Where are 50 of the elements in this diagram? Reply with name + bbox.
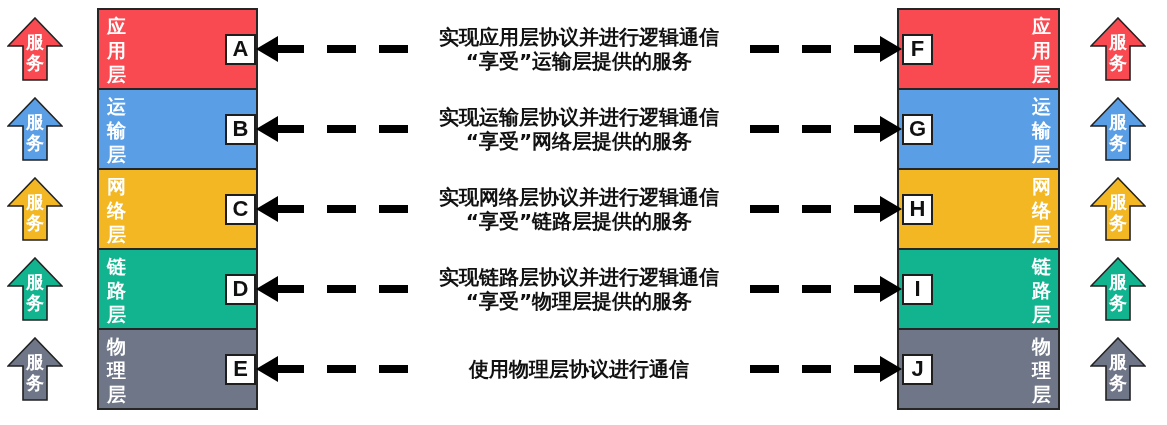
upward-tag [1090, 177, 1146, 241]
layer-band [97, 328, 258, 410]
layer-label: 应用层 [107, 14, 126, 86]
layer-label: 运输层 [107, 94, 126, 166]
letter-box: A [225, 33, 256, 65]
layer-label: 链路层 [1032, 254, 1051, 326]
upward-tag [1090, 97, 1146, 161]
letter-box: H [902, 193, 933, 225]
layer-band [897, 248, 1060, 330]
letter-box: D [225, 273, 256, 305]
upward-tag [1090, 257, 1146, 321]
upward-tag [1090, 17, 1146, 81]
layer-band [897, 328, 1060, 410]
tag-label: 服务 [26, 271, 44, 313]
layer-band [97, 88, 258, 170]
letter-box: J [902, 353, 933, 385]
layer-band [97, 248, 258, 330]
layer-band [897, 88, 1060, 170]
upward-tag [7, 177, 63, 241]
layer-label: 链路层 [107, 254, 126, 326]
layer-label: 网络层 [107, 174, 126, 246]
upward-tag [7, 337, 63, 401]
upward-tag [7, 97, 63, 161]
tag-label: 服务 [1109, 191, 1127, 233]
layer-band [97, 8, 258, 90]
tag-label: 服务 [1109, 271, 1127, 313]
tag-label: 服务 [1109, 111, 1127, 153]
tag-label: 服务 [1109, 31, 1127, 73]
letter-box: B [225, 113, 256, 145]
letter-box: E [225, 353, 256, 385]
letter-box: F [902, 33, 933, 65]
layer-label: 物理层 [1032, 334, 1051, 406]
letter-box: G [902, 113, 933, 145]
tag-label: 服务 [26, 351, 44, 393]
layer-label: 物理层 [107, 334, 126, 406]
upward-tag [7, 17, 63, 81]
tag-label: 服务 [26, 111, 44, 153]
letter-box: C [225, 193, 256, 225]
upward-tag [7, 257, 63, 321]
tag-label: 服务 [1109, 351, 1127, 393]
tag-label: 服务 [26, 31, 44, 73]
tag-label: 服务 [26, 191, 44, 233]
letter-box: I [902, 273, 933, 305]
layer-band [97, 168, 258, 250]
layer-label: 应用层 [1032, 14, 1051, 86]
layer-band [897, 168, 1060, 250]
upward-tag [1090, 337, 1146, 401]
layer-label: 网络层 [1032, 174, 1051, 246]
layer-band [897, 8, 1060, 90]
layer-label: 运输层 [1032, 94, 1051, 166]
